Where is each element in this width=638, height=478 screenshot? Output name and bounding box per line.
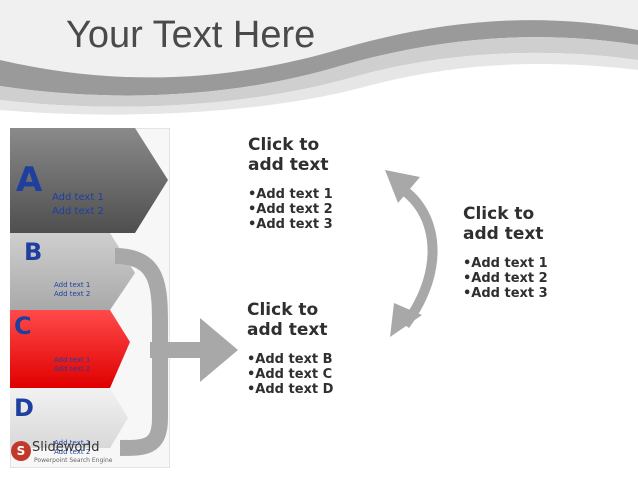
stage-b-line-1: Add text 1 (54, 281, 91, 289)
block-3-bullet-1: •Add text B (247, 352, 333, 367)
block-3-bullet-2: •Add text C (247, 367, 333, 382)
stage-c-shape (10, 310, 130, 388)
stage-c-line-1: Add text 1 (54, 356, 91, 364)
block-3-heading-line-1: Click to (247, 300, 319, 320)
block-3-heading-line-2: add text (247, 320, 328, 340)
right-arrow-icon (150, 318, 238, 382)
block-3-bullet-3: •Add text D (247, 382, 334, 397)
block-2-bullet-3: •Add text 3 (463, 286, 548, 301)
header-swoosh (0, 0, 638, 115)
stage-b-letter: B (24, 238, 43, 266)
stage-a-letter: A (16, 160, 43, 200)
text-block-1[interactable]: Click to add text •Add text 1 •Add text … (248, 135, 333, 232)
logo-name: Slideworld (32, 440, 100, 455)
block-1-heading-line-1: Click to (248, 135, 320, 155)
block-1-bullet-3: •Add text 3 (248, 217, 333, 232)
stage-a-shape (10, 128, 168, 233)
block-2-bullet-2: •Add text 2 (463, 271, 548, 286)
slide-title[interactable]: Your Text Here (66, 14, 316, 56)
svg-text:S: S (17, 444, 26, 458)
block-2-heading-line-1: Click to (463, 204, 535, 224)
block-1-heading-line-2: add text (248, 155, 329, 175)
text-block-2[interactable]: Click to add text •Add text 1 •Add text … (463, 204, 548, 301)
block-1-bullet-2: •Add text 2 (248, 202, 333, 217)
stage-b-line-2: Add text 2 (54, 290, 91, 298)
stage-d-letter: D (14, 394, 34, 422)
slideworld-logo-icon: S (11, 441, 31, 461)
stage-c-letter: C (14, 312, 32, 340)
stage-d-line-1: Add text 1 (54, 439, 91, 447)
stage-d-shape (10, 388, 128, 448)
cycle-arrows-icon (385, 170, 438, 337)
stage-shapes (10, 128, 170, 468)
stage-d-line-2: Add text 2 (54, 448, 91, 456)
stage-a-line-2: Add text 2 (52, 206, 104, 217)
bracket-curve (114, 248, 168, 456)
slideworld-logo: S Slideworld Powerpoint Search Engine (10, 438, 140, 468)
stage-c-line-2: Add text 2 (54, 365, 91, 373)
stage-panel: A Add text 1 Add text 2 B Add text 1 Add… (10, 128, 170, 468)
block-2-bullet-1: •Add text 1 (463, 256, 548, 271)
block-2-heading-line-2: add text (463, 224, 544, 244)
logo-tagline: Powerpoint Search Engine (34, 457, 113, 464)
text-block-3[interactable]: Click to add text •Add text B •Add text … (247, 300, 333, 397)
stage-b-shape (10, 233, 135, 310)
stage-a-line-1: Add text 1 (52, 192, 104, 203)
block-1-bullet-1: •Add text 1 (248, 187, 333, 202)
